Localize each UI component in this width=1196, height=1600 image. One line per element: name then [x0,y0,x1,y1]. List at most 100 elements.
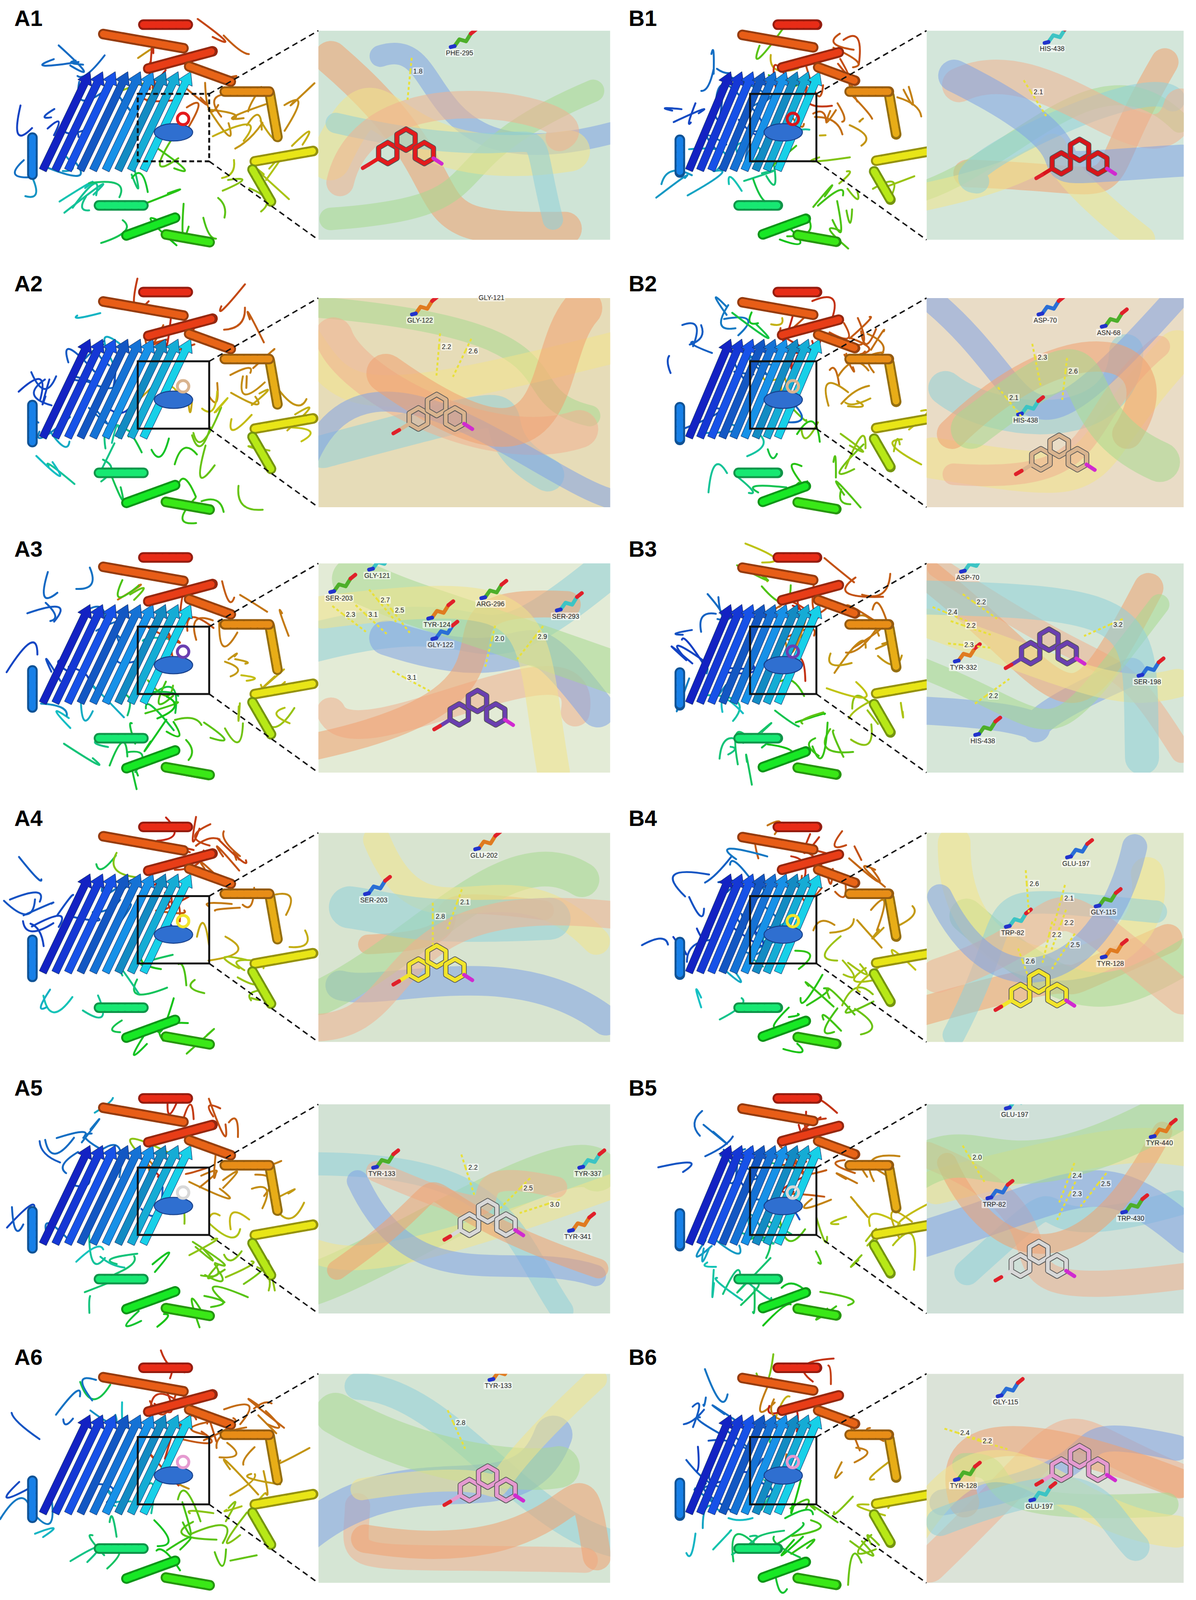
alpha-helix [777,19,818,30]
loop [76,1246,104,1262]
hbond-dash [465,1167,474,1195]
loop [231,104,266,120]
loop [795,713,825,723]
loop [703,1397,706,1406]
residue-label: TYR-337 [573,1169,603,1178]
loop [824,935,841,961]
zoom-leader [816,832,927,897]
loop [82,196,90,211]
ligand-ring [478,1465,498,1487]
alpha-helix [777,552,818,563]
alpha-helix [738,469,779,477]
highlight-helix [763,656,803,674]
alpha-helix [782,585,839,601]
loop [872,927,884,939]
loop [846,629,876,653]
alpha-helix [818,599,856,614]
nitrogen-atom [1005,925,1010,927]
ligand-ring [427,945,446,967]
distance-label: 2.3 [963,640,975,649]
alpha-helix [254,150,313,162]
ligand-ring [1070,139,1089,161]
alpha-helix [873,1245,891,1274]
ligand-ring [478,1200,498,1222]
alpha-helix [777,1093,818,1104]
oxygen-atom [599,1150,605,1155]
loop [711,49,714,75]
panel-label: A4 [14,806,43,831]
loop [658,1162,692,1172]
ligand-ring [1068,448,1087,470]
zoom-box [749,93,817,162]
nitrogen-atom [364,893,369,895]
ligand-ring [1088,1458,1108,1481]
loop [854,1447,868,1462]
ligand-bond [1066,1000,1075,1006]
ligand-ring [378,142,398,164]
nitrogen-atom [1005,1107,1010,1109]
loop [836,1172,858,1184]
loop [212,124,251,141]
loop [689,897,705,917]
nitrogen-atom [1095,905,1100,907]
loop [859,118,864,122]
ligand-ring [1070,1445,1089,1467]
zoom-leader [209,161,319,240]
alpha-helix [876,151,928,161]
loop [682,638,704,664]
nitrogen-atom [997,1395,1002,1396]
oxygen-atom [362,164,369,168]
alpha-helix [676,139,684,173]
ligand-ring [1052,152,1071,175]
residue-label: TYR-440 [1145,1138,1174,1147]
ligand-ring [1047,1254,1067,1276]
panel-label: A3 [14,536,43,561]
ligand-mini [786,112,799,125]
loop [219,1442,237,1458]
alpha-helix [818,869,856,884]
alpha-helix [254,683,313,694]
nitrogen-atom [450,46,455,48]
loop [241,376,265,395]
loop [276,1447,310,1465]
loop [0,1497,29,1520]
nitrogen-atom [1101,956,1106,958]
oxygen-atom [448,601,454,606]
alpha-helix [26,1480,38,1518]
loop [826,682,867,698]
loop [784,1509,813,1519]
oxygen-atom [444,1501,451,1505]
alpha-helix [252,702,271,735]
alpha-helix [873,704,891,733]
alpha-helix [252,1243,271,1276]
loop [157,148,186,172]
loop [75,312,100,318]
alpha-helix [165,1308,210,1316]
ligand-ring [1052,152,1071,175]
zoom-leader [816,563,927,627]
residue-label: HIS-438 [969,736,997,745]
alpha-helix [103,1107,184,1122]
loop [76,567,93,589]
distance-label: 2.3 [345,610,357,619]
protein-cartoon [0,1350,313,1586]
panel-label: B4 [628,806,658,831]
alpha-helix [674,139,686,173]
loop [213,94,232,117]
residue-stick [573,1217,590,1230]
alpha-helix [28,939,36,977]
hbond-dash [1025,869,1027,884]
loop [199,445,215,478]
alpha-helix [224,888,270,899]
zoom-panel [926,1373,1184,1583]
loop [238,485,263,511]
alpha-helix [269,895,278,939]
alpha-helix [889,628,897,667]
loop [55,1390,80,1415]
alpha-helix [742,302,813,315]
loop [186,1168,207,1174]
alpha-helix [28,405,36,443]
alpha-helix [165,1036,210,1045]
loop [795,950,810,969]
loop [845,1001,874,1013]
